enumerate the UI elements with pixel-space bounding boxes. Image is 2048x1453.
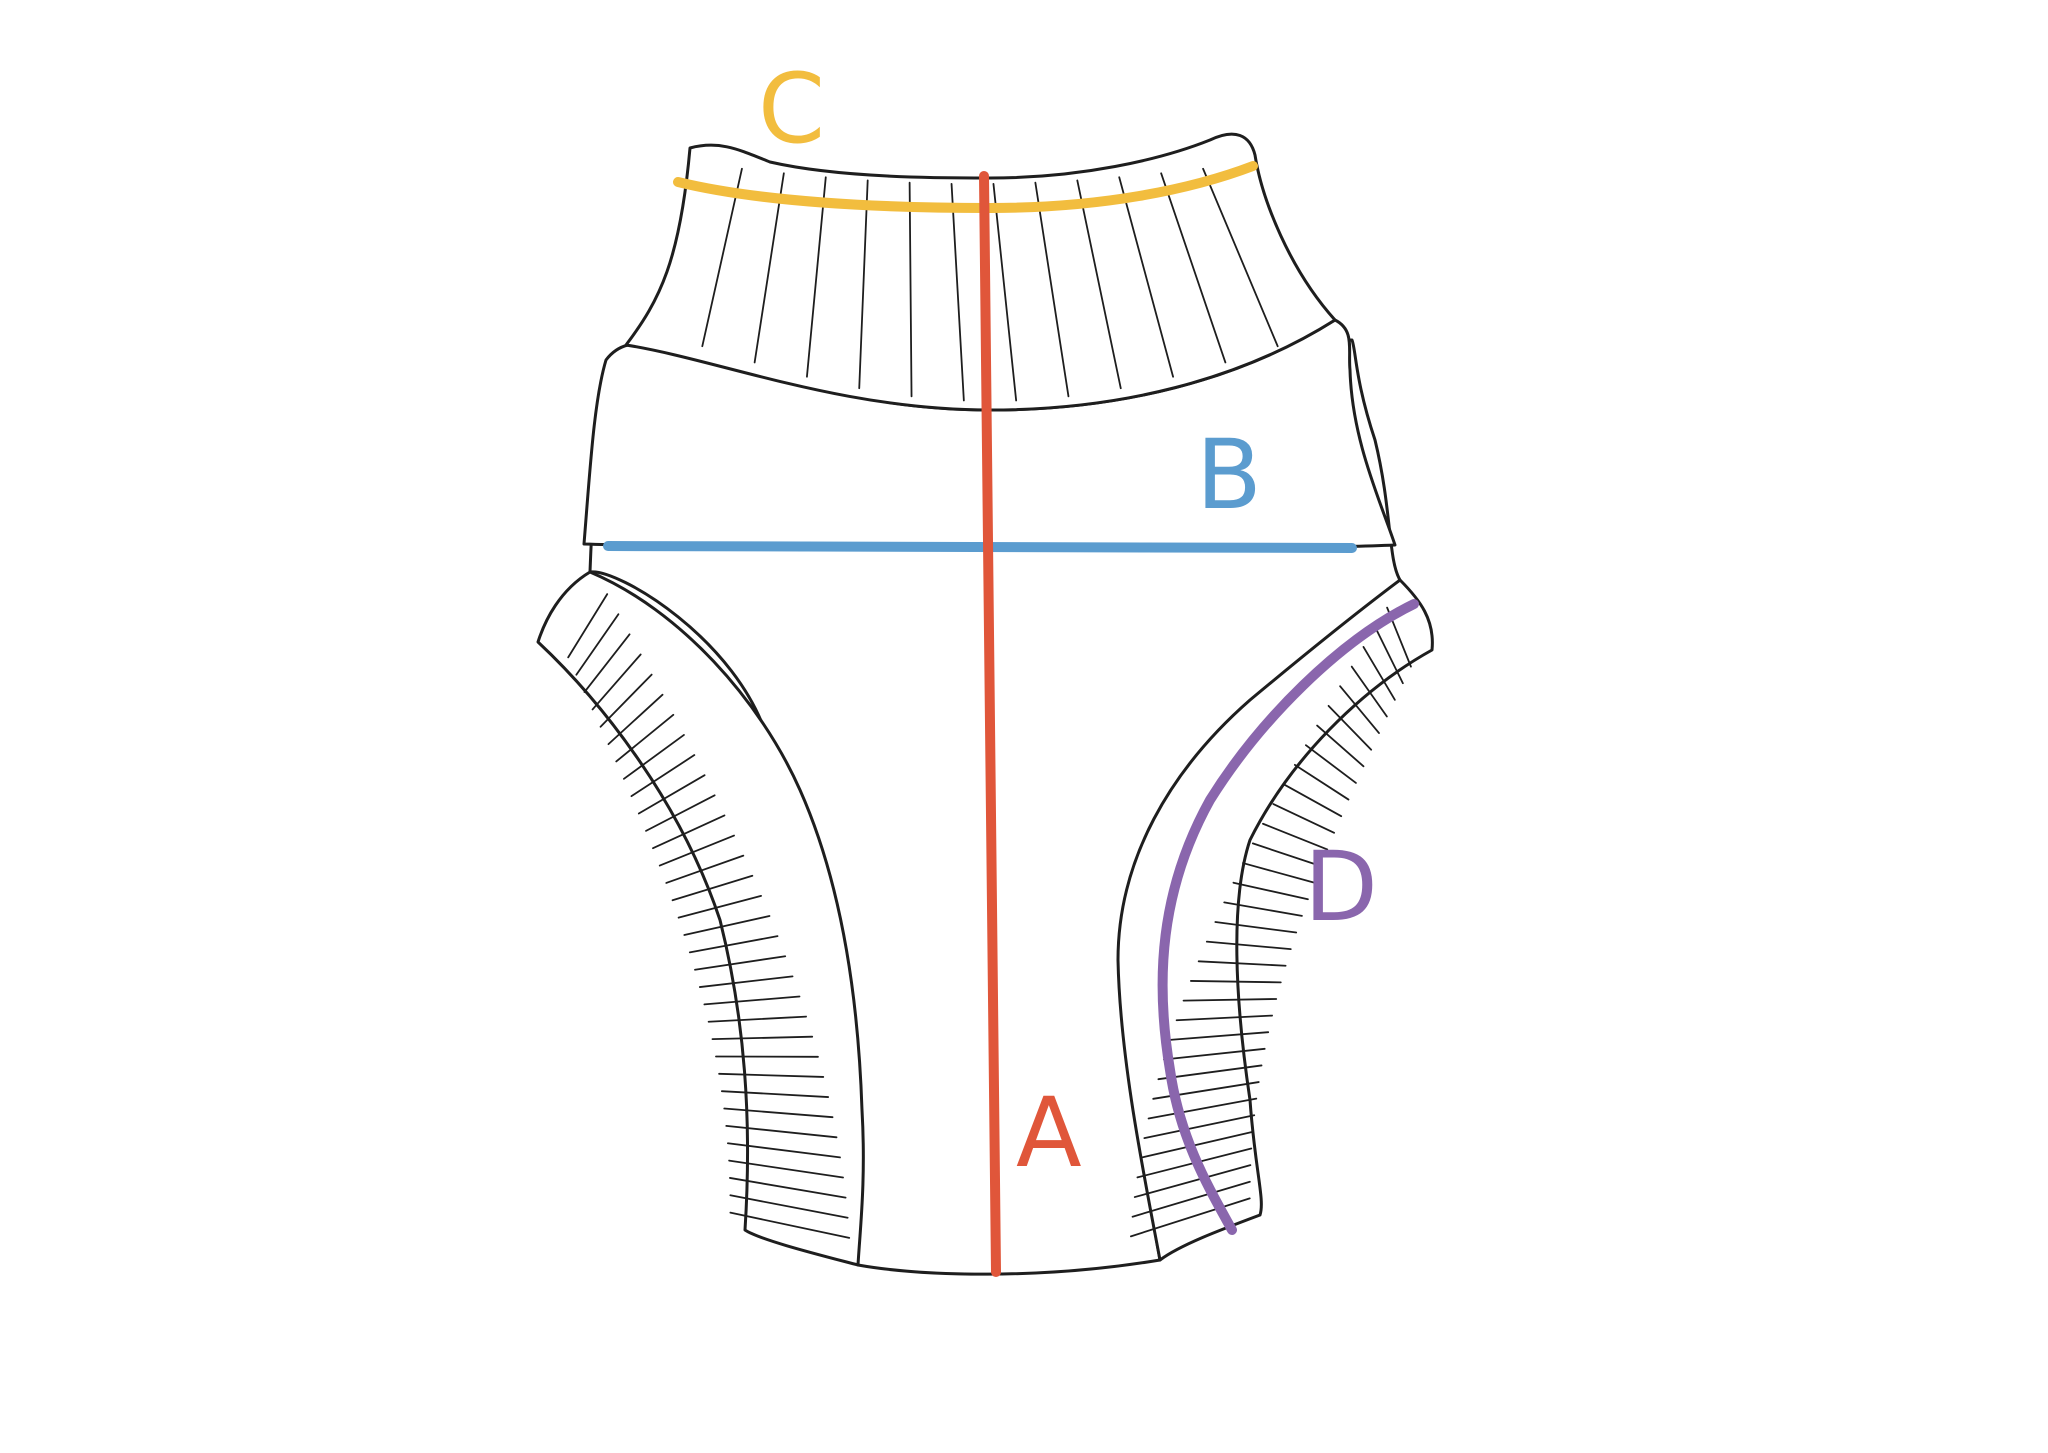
measurement-label-a: A <box>1016 1077 1082 1189</box>
rib-line <box>1273 804 1334 833</box>
measurement-line-b <box>608 546 1352 548</box>
rib-line <box>1329 706 1372 750</box>
measurement-label-d: D <box>1304 831 1378 943</box>
measurement-label-b: B <box>1196 419 1262 531</box>
rib-line <box>1317 726 1363 767</box>
rib-line <box>1233 883 1307 900</box>
measurement-label-c: C <box>758 53 825 165</box>
